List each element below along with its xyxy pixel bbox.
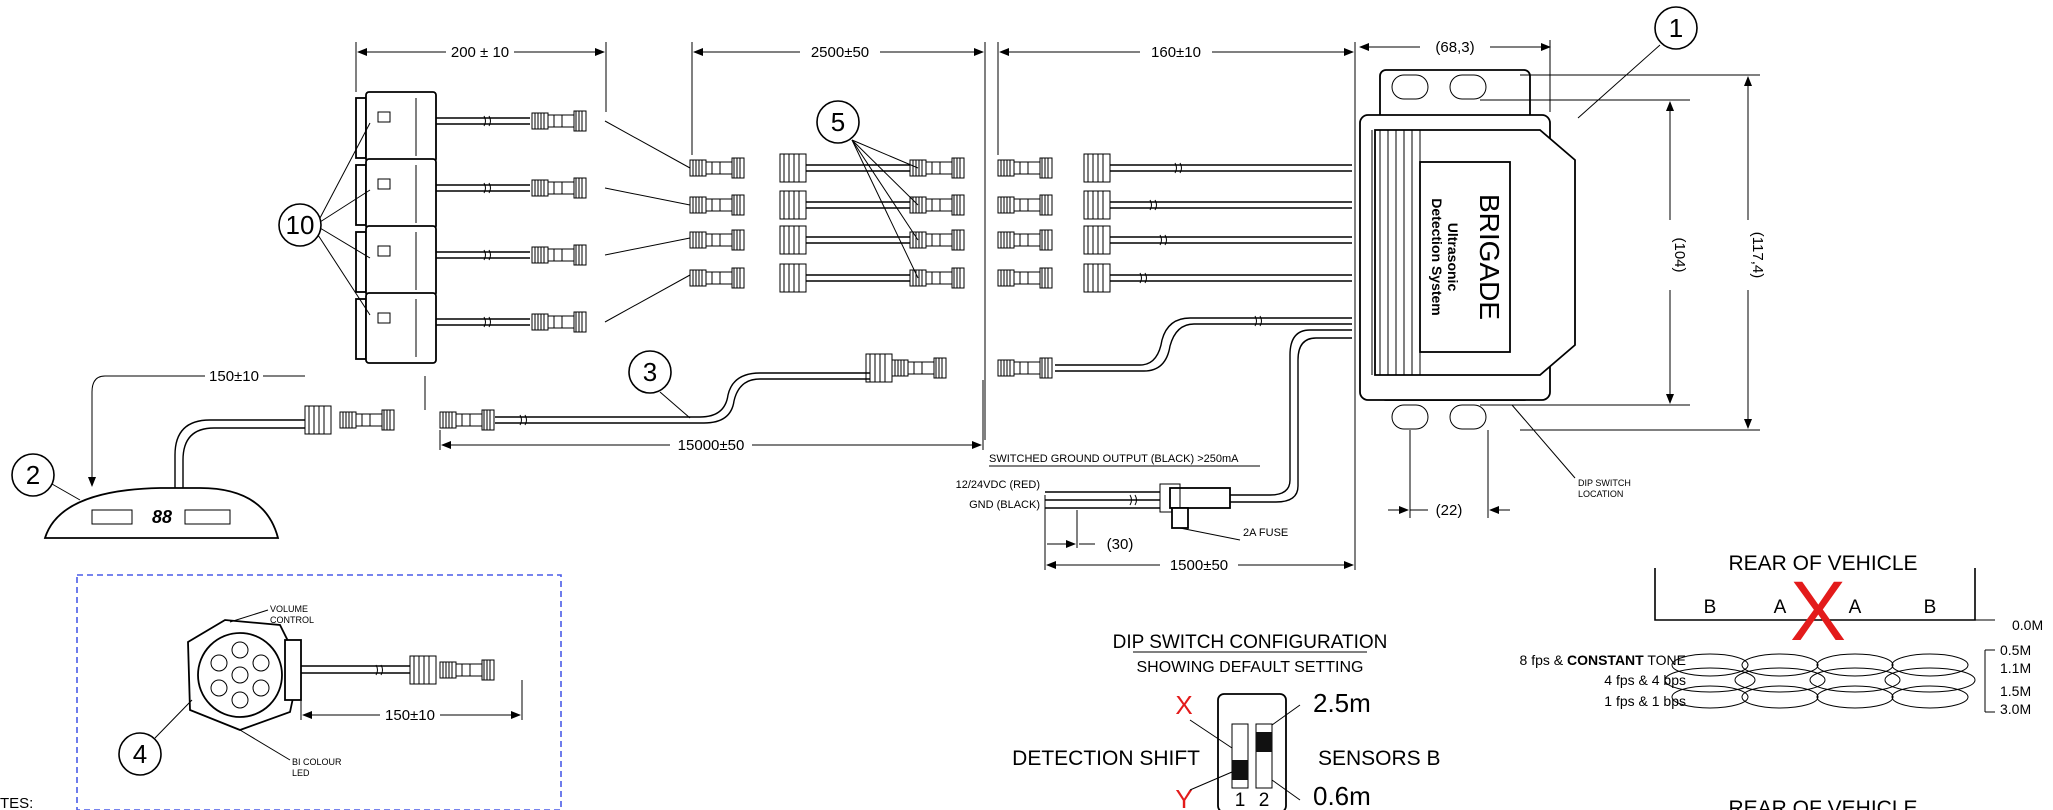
ecu-brand: BRIGADE: [1474, 194, 1505, 320]
dip-title: DIP SWITCH CONFIGURATION: [1113, 632, 1388, 653]
zone-sensor-a-right: A: [1849, 597, 1862, 618]
label-volume-2: CONTROL: [270, 615, 314, 625]
label-fuse: 2A FUSE: [1243, 527, 1288, 539]
dip-dist-top: 2.5m: [1313, 688, 1371, 718]
zones-rear-title-2: REAR OF VEHICLE: [1728, 797, 1917, 810]
sensor-cables: [436, 110, 587, 333]
label-switched-ground: SWITCHED GROUND OUTPUT (BLACK) >250mA: [989, 453, 1239, 465]
callout-2: 2: [11, 453, 81, 501]
callout-3-label: 3: [643, 357, 657, 387]
zone-tone-2: 4 fps & 4 bps: [1604, 672, 1686, 688]
zone-cross-mark: X: [1790, 564, 1846, 658]
label-volume-1: VOLUME: [270, 604, 308, 614]
dim-ecu-height-outer-text: (117,4): [1749, 232, 1766, 278]
dip-dist-bottom: 0.6m: [1313, 781, 1371, 810]
dim-buzzer-lead: 150±10: [300, 680, 523, 724]
zone-sensor-a-left: A: [1774, 597, 1787, 618]
extension-cables: [689, 153, 965, 293]
dim-display-extension: 15000±50: [439, 380, 984, 454]
zone-tone-bold: CONSTANT: [1567, 652, 1644, 668]
zone-level-4: 3.0M: [2000, 701, 2031, 717]
dim-ecu-height-text: (104): [1671, 237, 1688, 272]
callout-10: 4: [118, 699, 193, 776]
zone-ellipses: [1664, 653, 1976, 709]
callout-4: 5: [816, 100, 919, 279]
sensor-leader-lines: [604, 120, 691, 323]
zone-level-1: 0.5M: [2000, 642, 2031, 658]
zone-tone-3: 1 fps & 1 bps: [1604, 693, 1686, 709]
dip-left-label: DETECTION SHIFT: [1012, 747, 1200, 770]
dip-subtitle: SHOWING DEFAULT SETTING: [1137, 659, 1364, 676]
label-power-red: 12/24VDC (RED): [956, 479, 1040, 491]
buzzer-module-panel: [76, 574, 562, 810]
dim-mount-spacing: (22): [1388, 430, 1510, 519]
label-led-2: LED: [292, 768, 310, 778]
label-led-1: BI COLOUR: [292, 757, 342, 767]
dim-power-lead: 1500±50: [1044, 495, 1354, 574]
zone-tone-suffix: TONE: [1644, 652, 1686, 668]
callout-5-label: 10: [286, 210, 315, 240]
display-digits: 88: [152, 507, 172, 527]
dim-buzzer-lead-text: 150±10: [385, 707, 435, 724]
label-notes: TES:: [0, 795, 33, 810]
zone-level-0: 0.0M: [2012, 617, 2043, 633]
ecu-leads: [997, 153, 1352, 293]
dim-sensor-cable: 200 ± 10: [355, 42, 607, 112]
dip-x-mark: X: [1175, 690, 1192, 720]
ecu-product-line-2: Detection System: [1429, 198, 1445, 315]
dim-display-lead-text: 150±10: [209, 368, 259, 385]
dim-sensor-cable-text: 200 ± 10: [451, 44, 509, 61]
zone-level-3: 1.5M: [2000, 683, 2031, 699]
callout-1-label: 1: [1669, 13, 1683, 43]
zone-sensor-b-right: B: [1924, 597, 1937, 618]
dim-display-extension-text: 15000±50: [678, 437, 745, 454]
detection-zones: REAR OF VEHICLE B A A B X 0.0M 0.5M 1.1M…: [1520, 552, 2044, 810]
ecu-module: BRIGADE Ultrasonic Detection System: [1359, 69, 1576, 430]
callout-5: 10: [278, 122, 371, 316]
zone-level-2: 1.1M: [2000, 660, 2031, 676]
dim-power-strip: (30): [1047, 510, 1133, 553]
callout-3: 3: [628, 350, 691, 419]
zone-tone-prefix: 8 fps &: [1520, 652, 1567, 668]
svg-text:8 fps & CONSTANT TONE: 8 fps & CONSTANT TONE: [1520, 652, 1686, 668]
label-dip-location-1: DIP SWITCH: [1578, 478, 1631, 488]
callout-2-label: 2: [26, 460, 40, 490]
dim-power-strip-text: (30): [1107, 536, 1134, 553]
power-harness: [1045, 329, 1352, 541]
dim-ecu-width-text: (68,3): [1435, 39, 1474, 56]
callout-10-label: 4: [133, 739, 147, 769]
dim-display-lead: 150±10: [88, 366, 426, 487]
dip-switch-1: 1: [1235, 790, 1246, 810]
dip-switch-2: 2: [1259, 790, 1270, 810]
dip-y-mark: Y: [1175, 784, 1192, 810]
dim-ecu-leads: 160±10: [997, 42, 1356, 570]
dim-ecu-height: (104) (117,4): [1480, 74, 1766, 431]
dim-extension: 2500±50: [691, 42, 986, 440]
dim-mount-spacing-text: (22): [1436, 502, 1463, 519]
callout-4-label: 5: [831, 107, 845, 137]
zones-rear-title: REAR OF VEHICLE: [1728, 552, 1917, 575]
display-unit: 88: [43, 405, 395, 539]
dim-extension-text: 2500±50: [811, 44, 869, 61]
callout-1: 1: [1577, 6, 1698, 119]
dip-switch-config: DIP SWITCH CONFIGURATION SHOWING DEFAULT…: [1012, 632, 1441, 810]
sensor-group: [355, 91, 437, 364]
display-extension-cable: [439, 315, 1352, 431]
dip-right-label: SENSORS B: [1318, 747, 1441, 770]
ecu-product-line-1: Ultrasonic: [1445, 223, 1461, 292]
label-dip-location-2: LOCATION: [1578, 489, 1623, 499]
label-gnd-black: GND (BLACK): [969, 499, 1040, 511]
zone-sensor-b-left: B: [1704, 597, 1717, 618]
dim-ecu-leads-text: 160±10: [1151, 44, 1201, 61]
dim-power-lead-text: 1500±50: [1170, 557, 1228, 574]
